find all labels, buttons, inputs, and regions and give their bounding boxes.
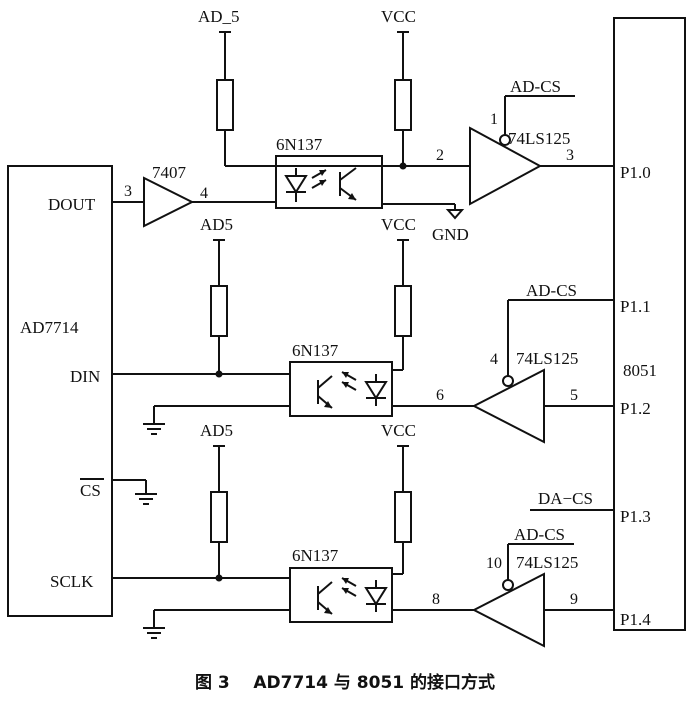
din-channel: AD5 VCC 6N137: [112, 215, 614, 444]
ground-symbol: [445, 209, 465, 220]
ad5-supply-label: AD_5: [198, 7, 240, 26]
led-symbol: [284, 168, 308, 202]
dout-channel: 3 7407 4 6N137 AD_5: [112, 7, 614, 244]
pin-number: 4: [200, 185, 208, 202]
ad5-supply-label: AD5: [200, 215, 233, 234]
ad-cs-net-label: AD-CS: [514, 525, 565, 544]
enable-bubble: [502, 579, 514, 591]
pull-up-resistor: [216, 79, 234, 131]
enable-bubble: [502, 375, 514, 387]
mcu-body: [613, 17, 686, 631]
sclk-pin-label: SCLK: [50, 572, 94, 591]
optocoupler-2-label: 6N137: [292, 341, 339, 360]
ad7714-body: [7, 165, 113, 617]
da-cs-net-label: DA−CS: [538, 489, 593, 508]
pin-number: 1: [490, 111, 498, 128]
ground-symbol: [135, 493, 157, 505]
buffer-7407-symbol: [143, 176, 195, 228]
dout-pin-label: DOUT: [48, 195, 96, 214]
led-symbol: [364, 580, 388, 612]
pin-number: 10: [486, 555, 502, 572]
pull-up-resistor: [394, 285, 412, 337]
ad7714-label: AD7714: [20, 318, 79, 337]
pull-up-resistor: [210, 285, 228, 337]
pin-number: 5: [570, 387, 578, 404]
vcc-label: VCC: [381, 421, 416, 440]
ad7714-chip: AD7714 DOUT DIN CS SCLK: [7, 165, 113, 617]
pull-up-resistor: [210, 491, 228, 543]
pull-up-resistor: [394, 491, 412, 543]
pin-number: 9: [570, 591, 578, 608]
light-arrows: [311, 169, 327, 189]
optocoupler-1-body: [275, 155, 383, 209]
buffer-74ls125-1-symbol: [469, 126, 543, 206]
optocoupler-3-body: [289, 567, 393, 623]
mcu-label: 8051: [623, 361, 657, 380]
p11-pin-label: P1.1: [620, 297, 651, 316]
ad-cs-net-label: AD-CS: [510, 77, 561, 96]
buffer-7407-label: 7407: [152, 163, 187, 182]
phototransistor-symbol: [339, 167, 357, 201]
junction-dot: [399, 162, 407, 170]
buffer-74ls125-2-label: 74LS125: [516, 349, 578, 368]
phototransistor-symbol: [317, 581, 333, 615]
junction-dot: [215, 370, 223, 378]
optocoupler-1-label: 6N137: [276, 135, 323, 154]
cs-pin-label: CS: [80, 481, 101, 500]
pin-number: 2: [436, 147, 444, 164]
pin-number: 4: [490, 351, 498, 368]
buffer-74ls125-3-label: 74LS125: [516, 553, 578, 572]
ground-symbol: [143, 423, 165, 435]
phototransistor-symbol: [317, 375, 333, 409]
p13-pin-label: P1.3: [620, 507, 651, 526]
buffer-74ls125-1-label: 74LS125: [508, 129, 570, 148]
vcc-label: VCC: [381, 215, 416, 234]
light-arrows: [341, 371, 357, 391]
pin-number: 3: [124, 183, 132, 200]
pin-number: 3: [566, 147, 574, 164]
p12-pin-label: P1.2: [620, 399, 651, 418]
figure-caption: 图 3 AD7714 与 8051 的接口方式: [195, 672, 495, 693]
mcu-8051-chip: 8051 P1.0 P1.1 P1.2 P1.3 P1.4: [613, 17, 686, 631]
pin-number: 6: [436, 387, 444, 404]
led-symbol: [364, 374, 388, 406]
p14-pin-label: P1.4: [620, 610, 651, 629]
da-cs-net: DA−CS: [530, 489, 614, 511]
ad5-supply-label: AD5: [200, 421, 233, 440]
vcc-label: VCC: [381, 7, 416, 26]
optocoupler-2-body: [289, 361, 393, 417]
sclk-channel: AD5 VCC 6N137: [112, 421, 614, 648]
light-arrows: [341, 577, 357, 597]
pull-up-resistor: [394, 79, 412, 131]
ad-cs-net-label: AD-CS: [526, 281, 577, 300]
junction-dot: [215, 574, 223, 582]
cs-ground: [112, 479, 157, 505]
gnd-label: GND: [432, 225, 469, 244]
ground-symbol: [143, 627, 165, 639]
p10-pin-label: P1.0: [620, 163, 651, 182]
din-pin-label: DIN: [70, 367, 100, 386]
optocoupler-3-label: 6N137: [292, 546, 339, 565]
pin-number: 8: [432, 591, 440, 608]
